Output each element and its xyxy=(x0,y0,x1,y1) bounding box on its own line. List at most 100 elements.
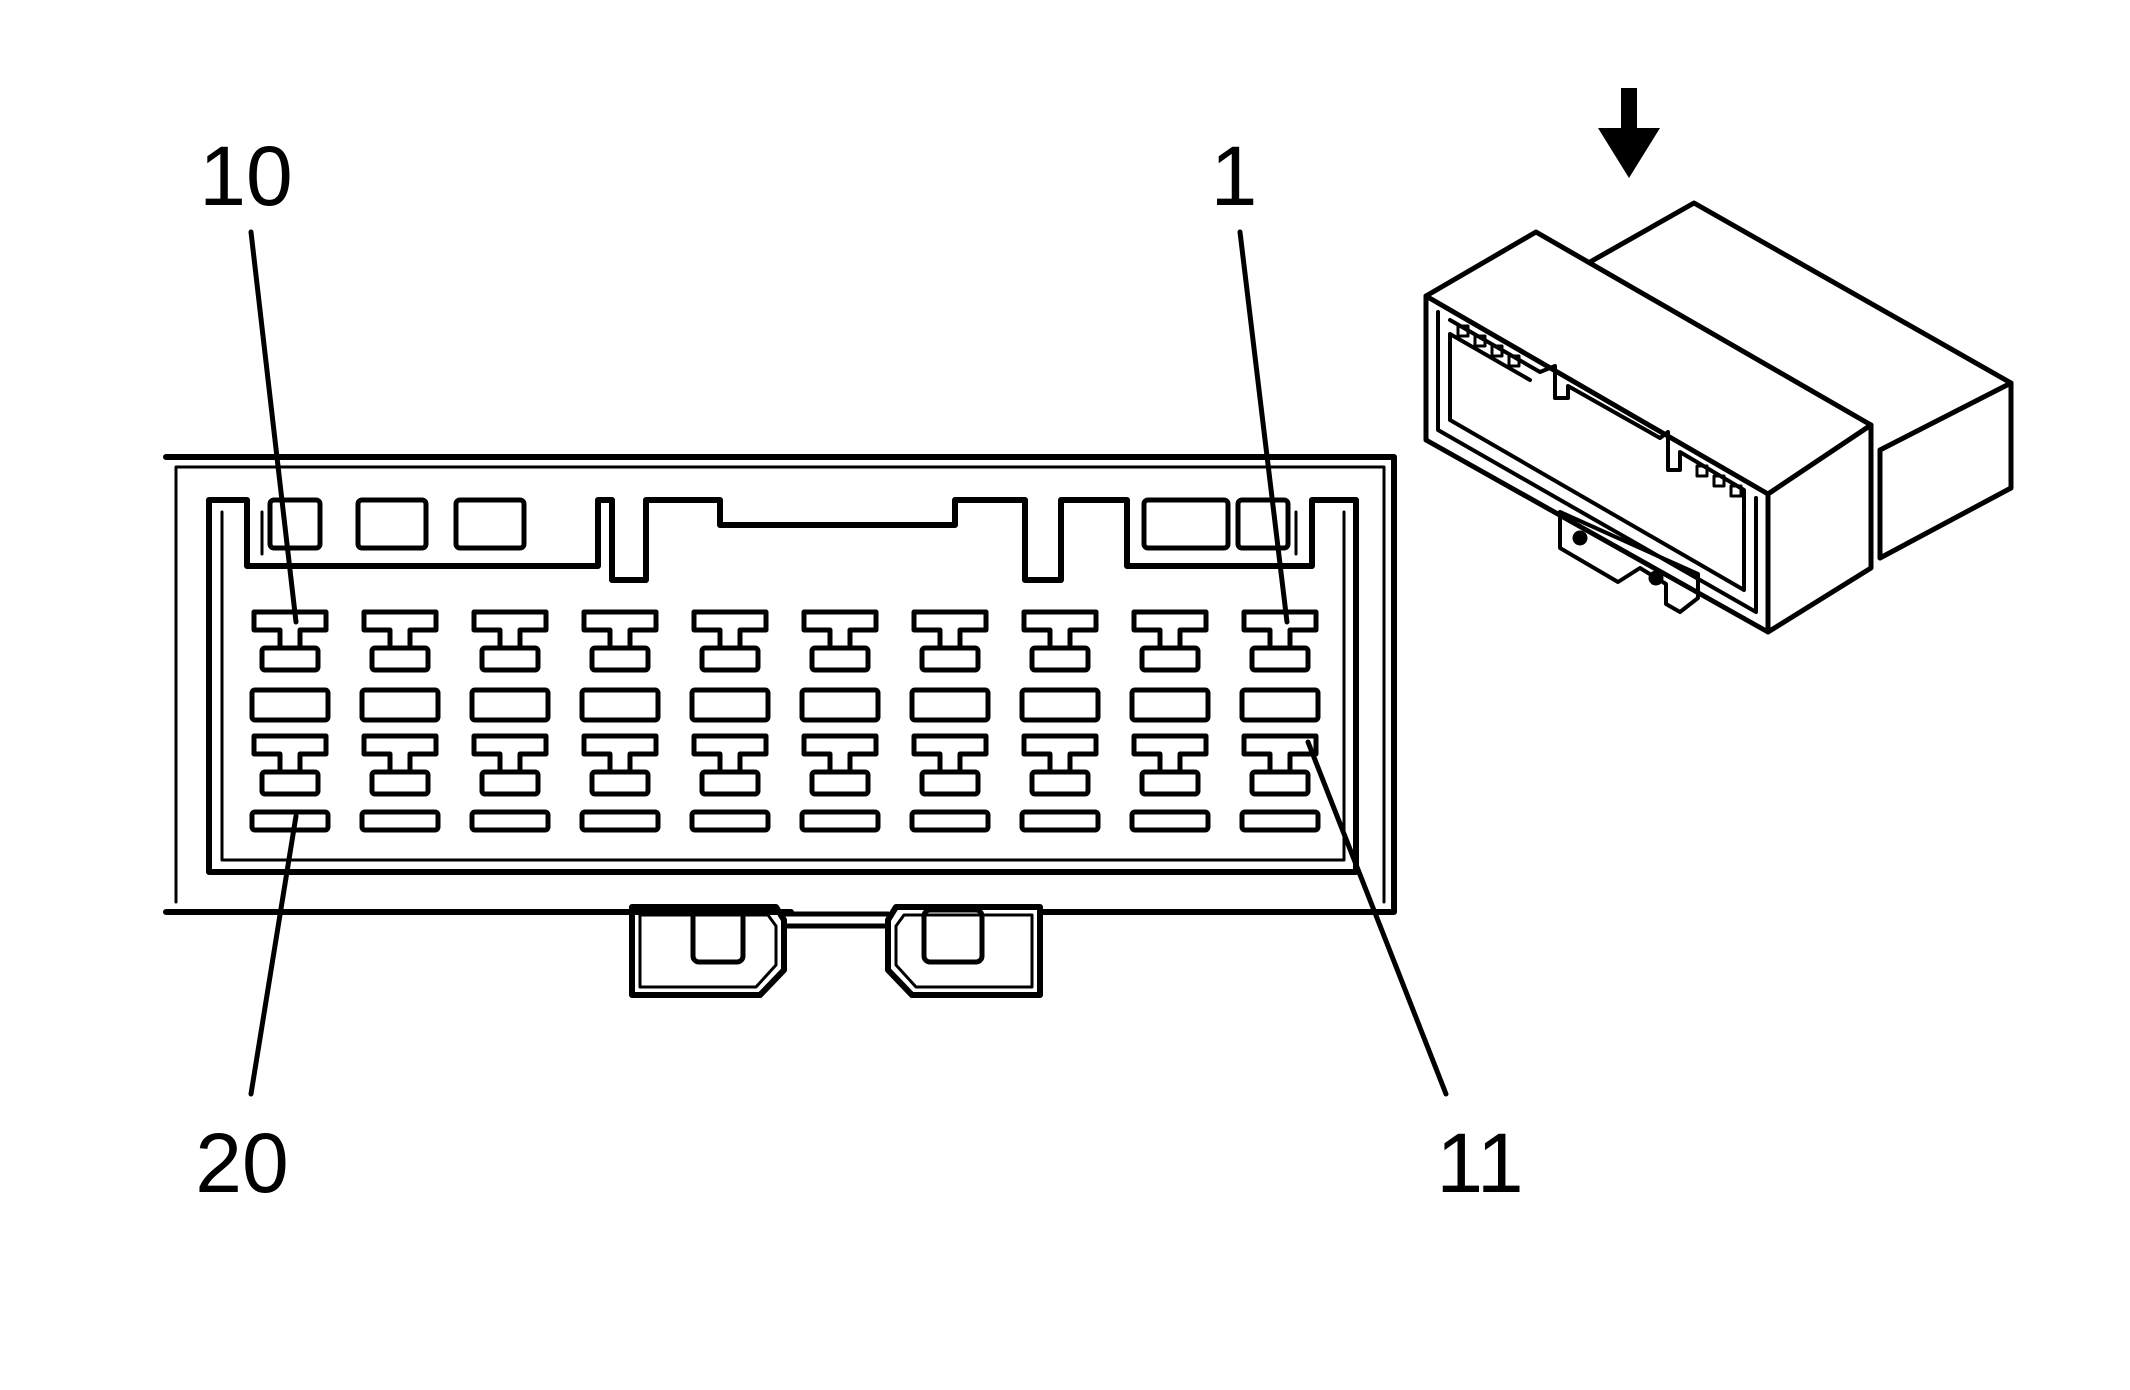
pin-slot xyxy=(1129,809,1211,833)
inset-rear-body-edge xyxy=(1877,380,2014,561)
pin-contact xyxy=(361,733,439,775)
pin-terminal-2 xyxy=(1129,609,1211,723)
latch-window-right xyxy=(921,907,985,965)
pin-terminal-1 xyxy=(1239,609,1321,723)
pin-terminal-7 xyxy=(579,609,661,723)
pin-terminal-15 xyxy=(799,733,881,833)
pin-base xyxy=(479,645,541,673)
pin-slot xyxy=(1019,809,1101,833)
pin-terminal-14 xyxy=(909,733,991,833)
pin-contact xyxy=(1131,609,1209,651)
inset-front-face-outer xyxy=(1423,293,1771,635)
housing-outer xyxy=(163,454,1397,915)
recess-right-2 xyxy=(1235,497,1291,551)
inset-slot xyxy=(1712,474,1726,488)
pin-slot xyxy=(1239,809,1321,833)
pin-slot xyxy=(689,687,771,723)
pin-contact xyxy=(911,733,989,775)
pin-slot xyxy=(469,809,551,833)
pin-slot xyxy=(1239,687,1321,723)
arrow-down-icon xyxy=(1598,88,1660,178)
inset-slot xyxy=(1473,334,1487,348)
latch-tab-left xyxy=(629,904,787,998)
pin-terminal-20 xyxy=(249,733,331,833)
leader-pin-1 xyxy=(1237,229,1290,625)
pin-contact xyxy=(801,609,879,651)
pin-slot xyxy=(359,809,441,833)
recess-left-2 xyxy=(355,497,429,551)
leader-pin-10 xyxy=(248,229,299,625)
inset-slot xyxy=(1695,464,1709,478)
inset-latch-hole xyxy=(1648,570,1664,586)
inset-slot xyxy=(1507,354,1521,368)
pin-contact xyxy=(801,733,879,775)
pin-slot xyxy=(359,687,441,723)
label-pin-11: 11 xyxy=(1436,1116,1523,1210)
pin-contact xyxy=(581,733,659,775)
pin-base xyxy=(1139,769,1201,797)
latch-tab-left-inner xyxy=(638,913,778,989)
recess-left-1 xyxy=(267,497,323,551)
connector-perspective-icon xyxy=(1423,88,2014,635)
pin-base xyxy=(919,645,981,673)
pin-terminal-3 xyxy=(1019,609,1101,723)
inset-latch-hole xyxy=(1572,530,1588,546)
pin-contact xyxy=(1241,609,1319,651)
pin-base xyxy=(479,769,541,797)
pin-terminal-16 xyxy=(689,733,771,833)
recess-left-3 xyxy=(453,497,527,551)
pin-contact xyxy=(691,733,769,775)
pin-terminal-8 xyxy=(469,609,551,723)
pin-terminal-4 xyxy=(909,609,991,723)
leader-pin-11 xyxy=(1305,739,1449,1097)
latch-tab-right-inner xyxy=(894,913,1034,989)
pin-terminal-9 xyxy=(359,609,441,723)
pin-base xyxy=(259,769,321,797)
pin-contact xyxy=(1241,733,1319,775)
pin-terminal-19 xyxy=(359,733,441,833)
inset-latch xyxy=(1558,510,1700,614)
pin-slot xyxy=(469,687,551,723)
pin-contact xyxy=(251,733,329,775)
pin-slot xyxy=(909,687,991,723)
pin-base xyxy=(699,645,761,673)
pin-terminal-13 xyxy=(1019,733,1101,833)
inset-slot xyxy=(1729,484,1743,498)
inset-rear-body xyxy=(1587,200,2014,561)
pin-slot xyxy=(799,687,881,723)
inset-slot xyxy=(1490,344,1504,358)
pin-contact xyxy=(471,609,549,651)
pin-slot xyxy=(1129,687,1211,723)
pin-terminal-12 xyxy=(1129,733,1211,833)
pin-base xyxy=(259,645,321,673)
pin-contact xyxy=(1131,733,1209,775)
connector-face xyxy=(163,454,1397,998)
pin-contact xyxy=(1021,609,1099,651)
pin-slot xyxy=(1019,687,1101,723)
inset-cavity-bottom xyxy=(1448,332,1746,592)
latch-tab-right xyxy=(885,904,1043,998)
pin-contact xyxy=(1021,733,1099,775)
leader-lines xyxy=(248,229,1449,1097)
inset-front-shell-edge xyxy=(1765,422,1874,497)
inset-front-face-inner xyxy=(1436,310,1758,614)
pin-base xyxy=(1139,645,1201,673)
label-pin-20: 20 xyxy=(195,1116,288,1210)
pin-terminal-18 xyxy=(469,733,551,833)
label-pin-10: 10 xyxy=(199,129,292,223)
pin-base xyxy=(809,769,871,797)
pin-base xyxy=(589,769,651,797)
housing-cavity-inner-line xyxy=(220,510,1346,862)
pin-contact xyxy=(911,609,989,651)
latch-tabs xyxy=(629,904,1043,998)
pin-slot xyxy=(249,687,331,723)
pin-base xyxy=(589,645,651,673)
recess-right-1 xyxy=(1141,497,1231,551)
pin-terminal-5 xyxy=(799,609,881,723)
pin-terminal-10 xyxy=(249,609,331,723)
inset-cavity-top xyxy=(1448,318,1746,512)
pin-base xyxy=(1249,645,1311,673)
pin-contact xyxy=(471,733,549,775)
leader-pin-20 xyxy=(248,813,299,1097)
pin-base xyxy=(369,769,431,797)
